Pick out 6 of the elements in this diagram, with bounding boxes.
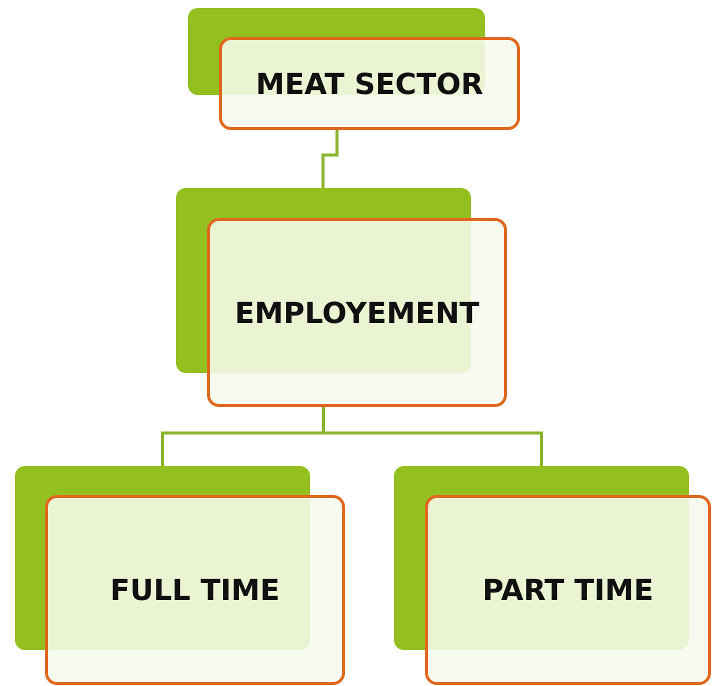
node-label: FULL TIME [45, 495, 345, 685]
connector-line [322, 407, 543, 466]
node-label: PART TIME [425, 495, 711, 685]
node-label: EMPLOYEMENT [207, 218, 507, 407]
connector-line [322, 130, 338, 188]
node-label: MEAT SECTOR [219, 37, 520, 130]
